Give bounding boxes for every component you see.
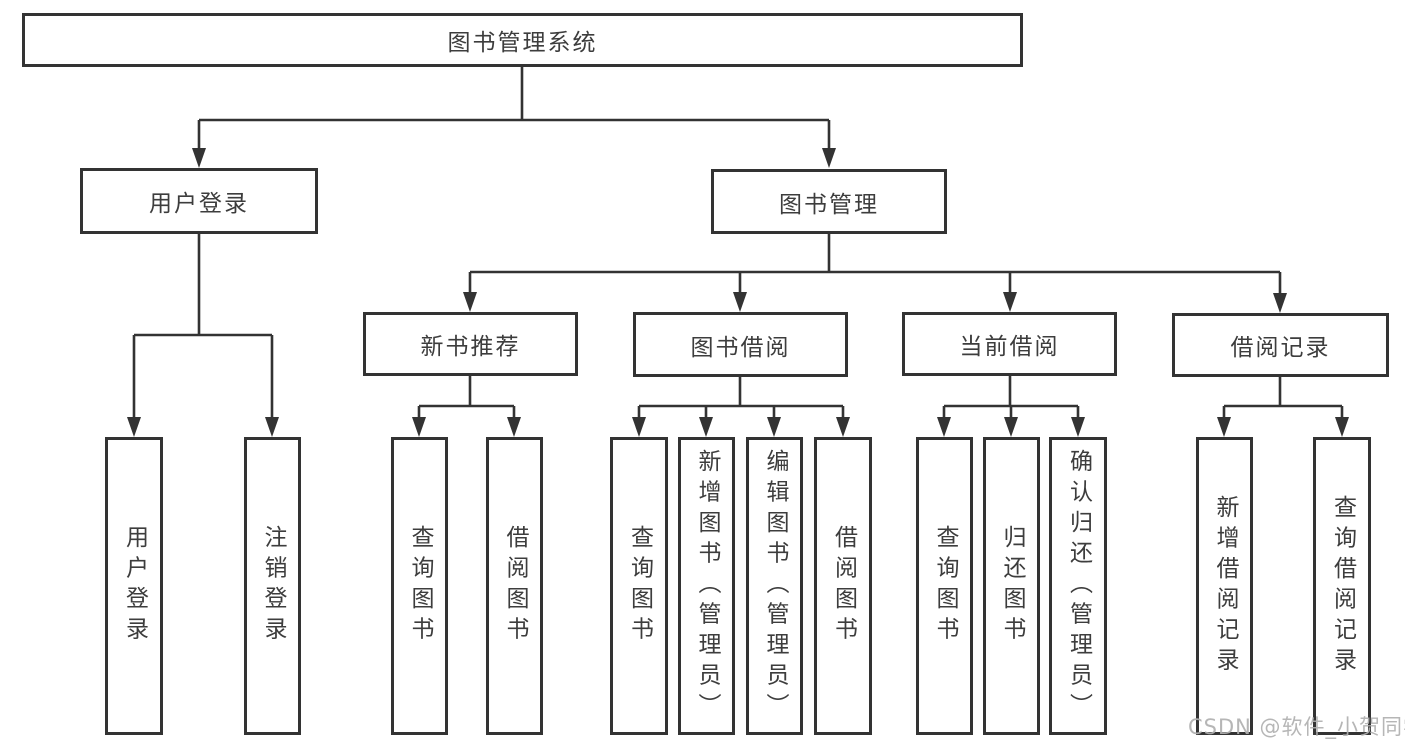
leaf-query-books-borrow-label: 查询图书: [626, 525, 653, 647]
leaf-logout-login-label: 注销登录: [260, 525, 286, 647]
node-book-management: 图书管理: [711, 169, 947, 234]
leaf-return-books-label: 归还图书: [999, 525, 1025, 647]
leaf-borrow-books-borrow: 借阅图书: [814, 437, 872, 735]
leaf-query-books-borrow: 查询图书: [610, 437, 668, 735]
leaf-edit-book-admin: 编辑图书（管理员）: [746, 437, 803, 735]
leaf-borrow-books-newrec: 借阅图书: [486, 437, 543, 735]
leaf-user-login: 用户登录: [105, 437, 163, 735]
leaf-borrow-books-borrow-label: 借阅图书: [830, 525, 857, 647]
leaf-query-books-newrec: 查询图书: [391, 437, 448, 735]
node-new-book-recommend: 新书推荐: [363, 312, 578, 376]
leaf-edit-book-admin-label: 编辑图书（管理员）: [762, 448, 788, 724]
leaf-query-borrow-record: 查询借阅记录: [1313, 437, 1371, 735]
node-user-login: 用户登录: [80, 168, 318, 234]
connector-arrowheads: [127, 148, 1349, 437]
leaf-borrow-books-newrec-label: 借阅图书: [502, 525, 528, 647]
leaf-add-borrow-record-label: 新增借阅记录: [1212, 494, 1238, 678]
leaf-add-borrow-record: 新增借阅记录: [1196, 437, 1253, 735]
leaf-add-book-admin-label: 新增图书（管理员）: [694, 448, 720, 724]
leaf-confirm-return-admin: 确认归还（管理员）: [1049, 437, 1107, 735]
leaf-query-books-current: 查询图书: [916, 437, 973, 735]
node-current-borrow: 当前借阅: [902, 312, 1117, 376]
leaf-query-borrow-record-label: 查询借阅记录: [1329, 494, 1356, 678]
connector-paths: [132, 66, 1344, 421]
leaf-query-books-current-label: 查询图书: [932, 525, 958, 647]
leaf-confirm-return-admin-label: 确认归还（管理员）: [1065, 448, 1092, 724]
leaf-return-books: 归还图书: [983, 437, 1040, 735]
node-root: 图书管理系统: [22, 13, 1023, 67]
node-book-borrow: 图书借阅: [633, 312, 848, 377]
leaf-query-books-newrec-label: 查询图书: [407, 525, 433, 647]
leaf-add-book-admin: 新增图书（管理员）: [678, 437, 735, 735]
leaf-logout-login: 注销登录: [244, 437, 301, 735]
leaf-user-login-label: 用户登录: [121, 525, 148, 647]
node-borrow-records: 借阅记录: [1172, 313, 1389, 377]
csdn-watermark: CSDN @软件_小贺同学: [1188, 715, 1405, 739]
